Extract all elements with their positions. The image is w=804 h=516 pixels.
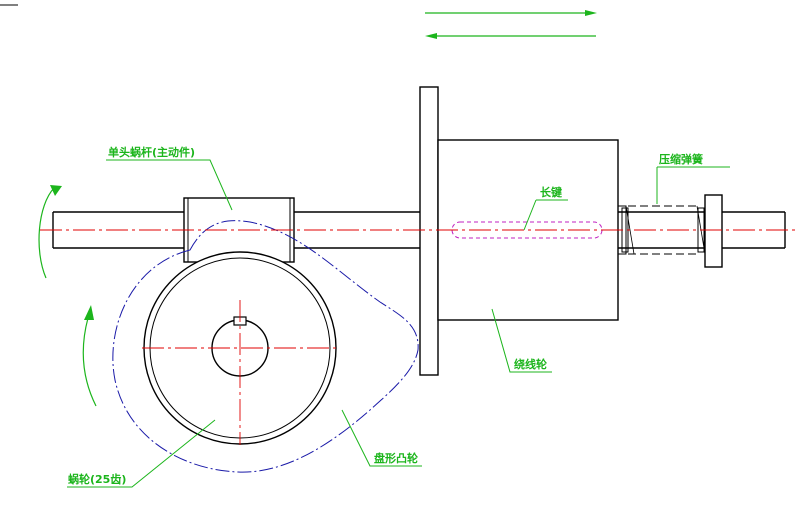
label-winding-wheel: 绕线轮 (514, 357, 547, 371)
centerlines (40, 229, 795, 445)
left-arrow (425, 33, 596, 39)
label-spring: 压缩弹簧 (659, 152, 703, 166)
leader-lines (67, 159, 730, 488)
label-disc-cam: 盘形凸轮 (374, 451, 418, 465)
worm-rotation-arrow (38, 185, 62, 279)
collar (704, 194, 723, 268)
flange (419, 86, 439, 376)
right-arrow (425, 10, 597, 16)
label-worm-gear: 蜗轮(25齿) (68, 472, 126, 486)
label-worm: 单头蜗杆(主动件) (108, 145, 195, 159)
gear-rotation-arrow (82, 305, 97, 407)
label-key: 长键 (540, 185, 563, 199)
disc-cam-profile (112, 220, 419, 473)
